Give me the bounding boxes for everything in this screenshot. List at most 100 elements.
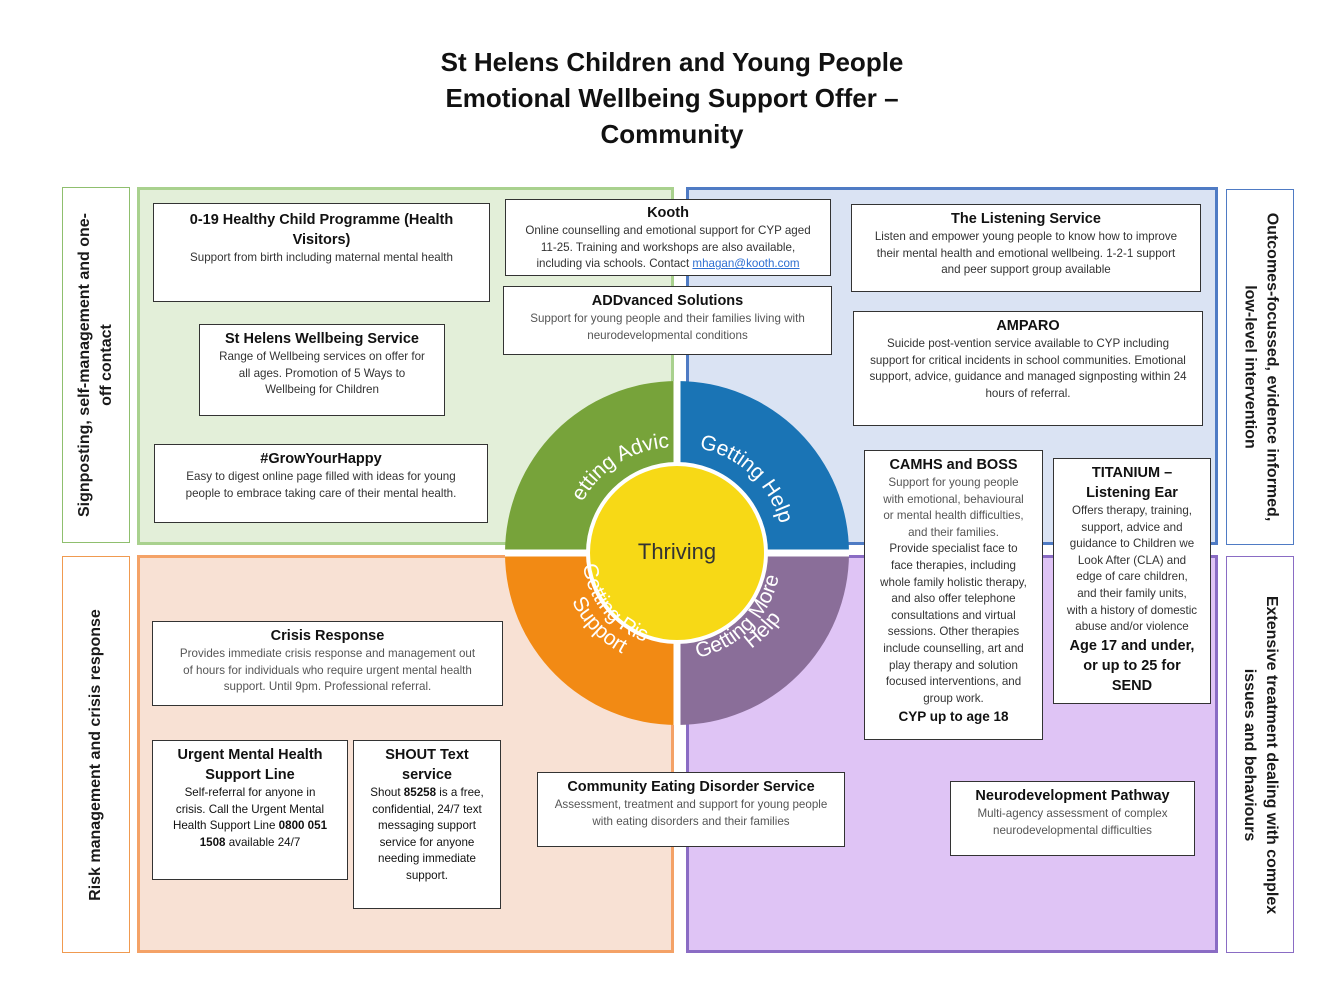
service-description-line: abuse and/or violence [1075,620,1189,634]
service-addvanced-solutions: ADDvanced Solutions Support for young pe… [503,286,832,355]
page-title: St Helens Children and Young People Emot… [372,44,972,152]
shout-text: is a free, [436,786,484,799]
service-description-line: include counselling, art and [883,641,1024,655]
service-description-line: 1508 available 24/7 [159,835,341,852]
service-title: ADDvanced Solutions [591,293,744,309]
service-title: Neurodevelopment Pathway [975,788,1170,804]
service-description-line: Multi-agency assessment of complex [977,807,1168,820]
side-label-signposting-line2: off contact [98,324,115,406]
service-community-eating-disorder: Community Eating Disorder Service Assess… [537,772,845,847]
service-description-line: and their family units, [1077,586,1187,600]
service-description-line: and their families. [908,525,999,539]
service-title: SHOUT Text [385,747,469,763]
service-description-line: Range of Wellbeing services on offer for [219,350,425,363]
service-description-line: support for critical incidents in school… [870,353,1186,367]
service-description-line: Assessment, treatment and support for yo… [554,798,828,811]
service-description-line: service for anyone [379,835,475,849]
side-label-outcomes-line2: low-level intervention [1241,285,1258,449]
urgent-line-text: Health Support Line [172,819,279,833]
service-eligibility-line3: SEND [1111,677,1153,694]
service-description-line: Provide specialist face to [889,542,1018,556]
service-title: #GrowYourHappy [260,451,382,467]
service-title: Kooth [647,205,689,221]
side-label-risk-text: Risk management and crisis response [87,608,105,901]
urgent-phone-number-part1: 0800 051 [278,819,328,833]
service-description-line: consultations and virtual [891,608,1016,622]
service-description-line: neurodevelopmental conditions [587,328,748,342]
service-description-line: Provides immediate crisis response and m… [179,647,476,660]
service-description-line: 11-25. Training and workshops are also a… [540,240,796,254]
service-description-line: edge of care children, [1076,570,1188,584]
service-description-line: Support for young people and their famil… [530,312,805,325]
service-description-line: with eating disorders and their families [592,814,790,828]
service-description-line: or mental health difficulties, [883,509,1024,523]
service-description-line: hours of referral. [985,386,1071,400]
service-description-line: people to embrace taking care of their m… [185,486,457,500]
urgent-phone-number-part2: 1508 [199,835,226,849]
service-title: Community Eating Disorder Service [567,779,815,795]
service-title-line2: Support Line [205,767,295,783]
service-title: AMPARO [996,318,1060,334]
service-description-line: Easy to digest online page filled with i… [186,470,456,483]
side-label-extensive-treatment: Extensive treatment dealing with complex… [1226,556,1294,953]
service-description-line: all ages. Promotion of 5 Ways to [238,366,406,380]
service-title: Urgent Mental Health [177,747,323,763]
service-titanium: TITANIUM – Listening Ear Offers therapy,… [1053,458,1211,704]
service-description-line: face therapies, including [890,558,1017,572]
service-title-line2: Listening Ear [1086,485,1178,501]
service-description-line: and peer support group available [941,263,1111,277]
service-kooth: Kooth Online counselling and emotional s… [505,199,831,276]
service-eligibility-line2: or up to 25 for [1083,657,1181,674]
service-description-line: Look After (CLA) and [1077,553,1187,567]
service-description-line: Shout 85258 is a free, [360,785,494,802]
service-description-line: Offers therapy, training, [1071,504,1193,517]
service-description-line: Online counselling and emotional support… [525,224,811,237]
kooth-contact-text: including via schools. Contact [536,257,693,271]
service-title: 0-19 Healthy Child Programme (Health [189,212,454,228]
wheel-segment-getting-advice [505,381,677,553]
kooth-email-link[interactable]: mhagan@kooth.com [692,257,800,271]
service-title: The Listening Service [951,211,1101,227]
wheel-center-thriving [586,462,768,644]
service-title: St Helens Wellbeing Service [225,331,419,347]
service-description-line: Suicide post-vention service available t… [886,337,1170,350]
service-amparo: AMPARO Suicide post-vention service avai… [853,311,1203,426]
service-description-line: Listen and empower young people to know … [874,230,1178,243]
service-camhs-boss: CAMHS and BOSS Support for young people … [864,450,1043,740]
service-description-line: whole family holistic therapy, [880,575,1027,589]
service-description-line: Self-referral for anyone in [184,786,316,799]
service-healthy-child-programme: 0-19 Healthy Child Programme (Health Vis… [153,203,490,302]
service-title-line2: service [402,767,452,783]
service-shout-text: SHOUT Text service Shout 85258 is a free… [353,740,501,909]
service-description-line: needing immediate [378,852,476,866]
service-description-line: with a history of domestic [1066,603,1198,617]
service-listening: The Listening Service Listen and empower… [851,204,1201,292]
service-title: TITANIUM – [1091,465,1173,481]
wheel-label-thriving: Thriving [638,539,716,564]
side-label-signposting: Signposting, self-management and one- of… [62,187,130,543]
service-description-line: Wellbeing for Children [265,383,379,397]
service-description-line: guidance to Children we [1069,537,1195,551]
service-title: Crisis Response [270,628,385,644]
service-description: Support from birth including maternal me… [190,251,453,264]
service-title-line2: Visitors) [292,232,351,248]
service-description-line: sessions. Other therapies [887,625,1020,639]
title-line-1: St Helens Children and Young People [440,47,904,77]
service-description-line: messaging support [378,819,476,833]
service-crisis-response: Crisis Response Provides immediate crisi… [152,621,503,706]
service-description-line: support, advice and [1081,520,1183,534]
wheel-segment-getting-help [677,381,849,553]
thrive-wheel: Thriving Getting Advice Getting Help Get… [499,375,849,725]
service-description-line: their mental health and emotional wellbe… [876,246,1176,260]
service-description-line: support, advice, guidance and managed si… [869,370,1187,384]
side-label-signposting-line1: Signposting, self-management and one- [76,212,93,518]
wheel-segment-getting-risk-support [505,553,677,725]
side-label-outcomes: Outcomes-focussed, evidence informed, lo… [1226,189,1294,545]
side-label-extensive-line2: issues and behaviours [1241,668,1258,841]
service-growyourhappy: #GrowYourHappy Easy to digest online pag… [154,444,488,523]
service-description-line: with emotional, behavioural [883,492,1024,506]
side-label-risk-management: Risk management and crisis response [62,556,130,953]
service-description-line: Support for young people [888,476,1019,489]
service-description-line: Health Support Line 0800 051 [159,818,341,835]
shout-text: Shout [370,786,404,799]
